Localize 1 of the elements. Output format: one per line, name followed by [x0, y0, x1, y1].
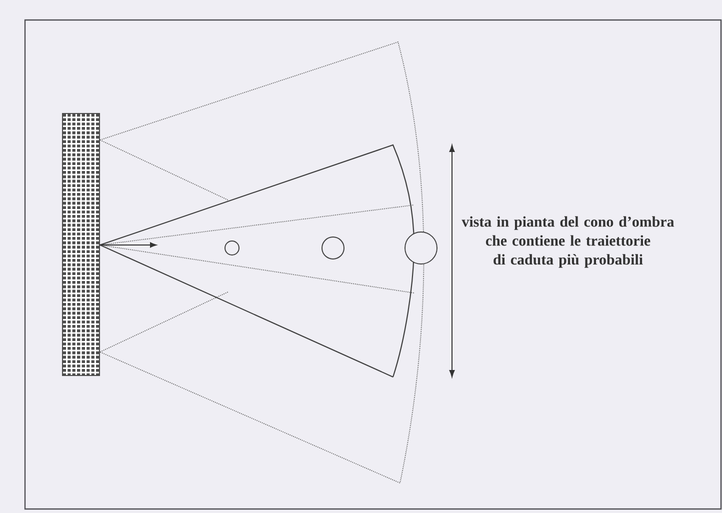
note-text: vista in pianta del cono d’ombra che contiene le traiettorie di caduta più probabili [462, 216, 674, 268]
